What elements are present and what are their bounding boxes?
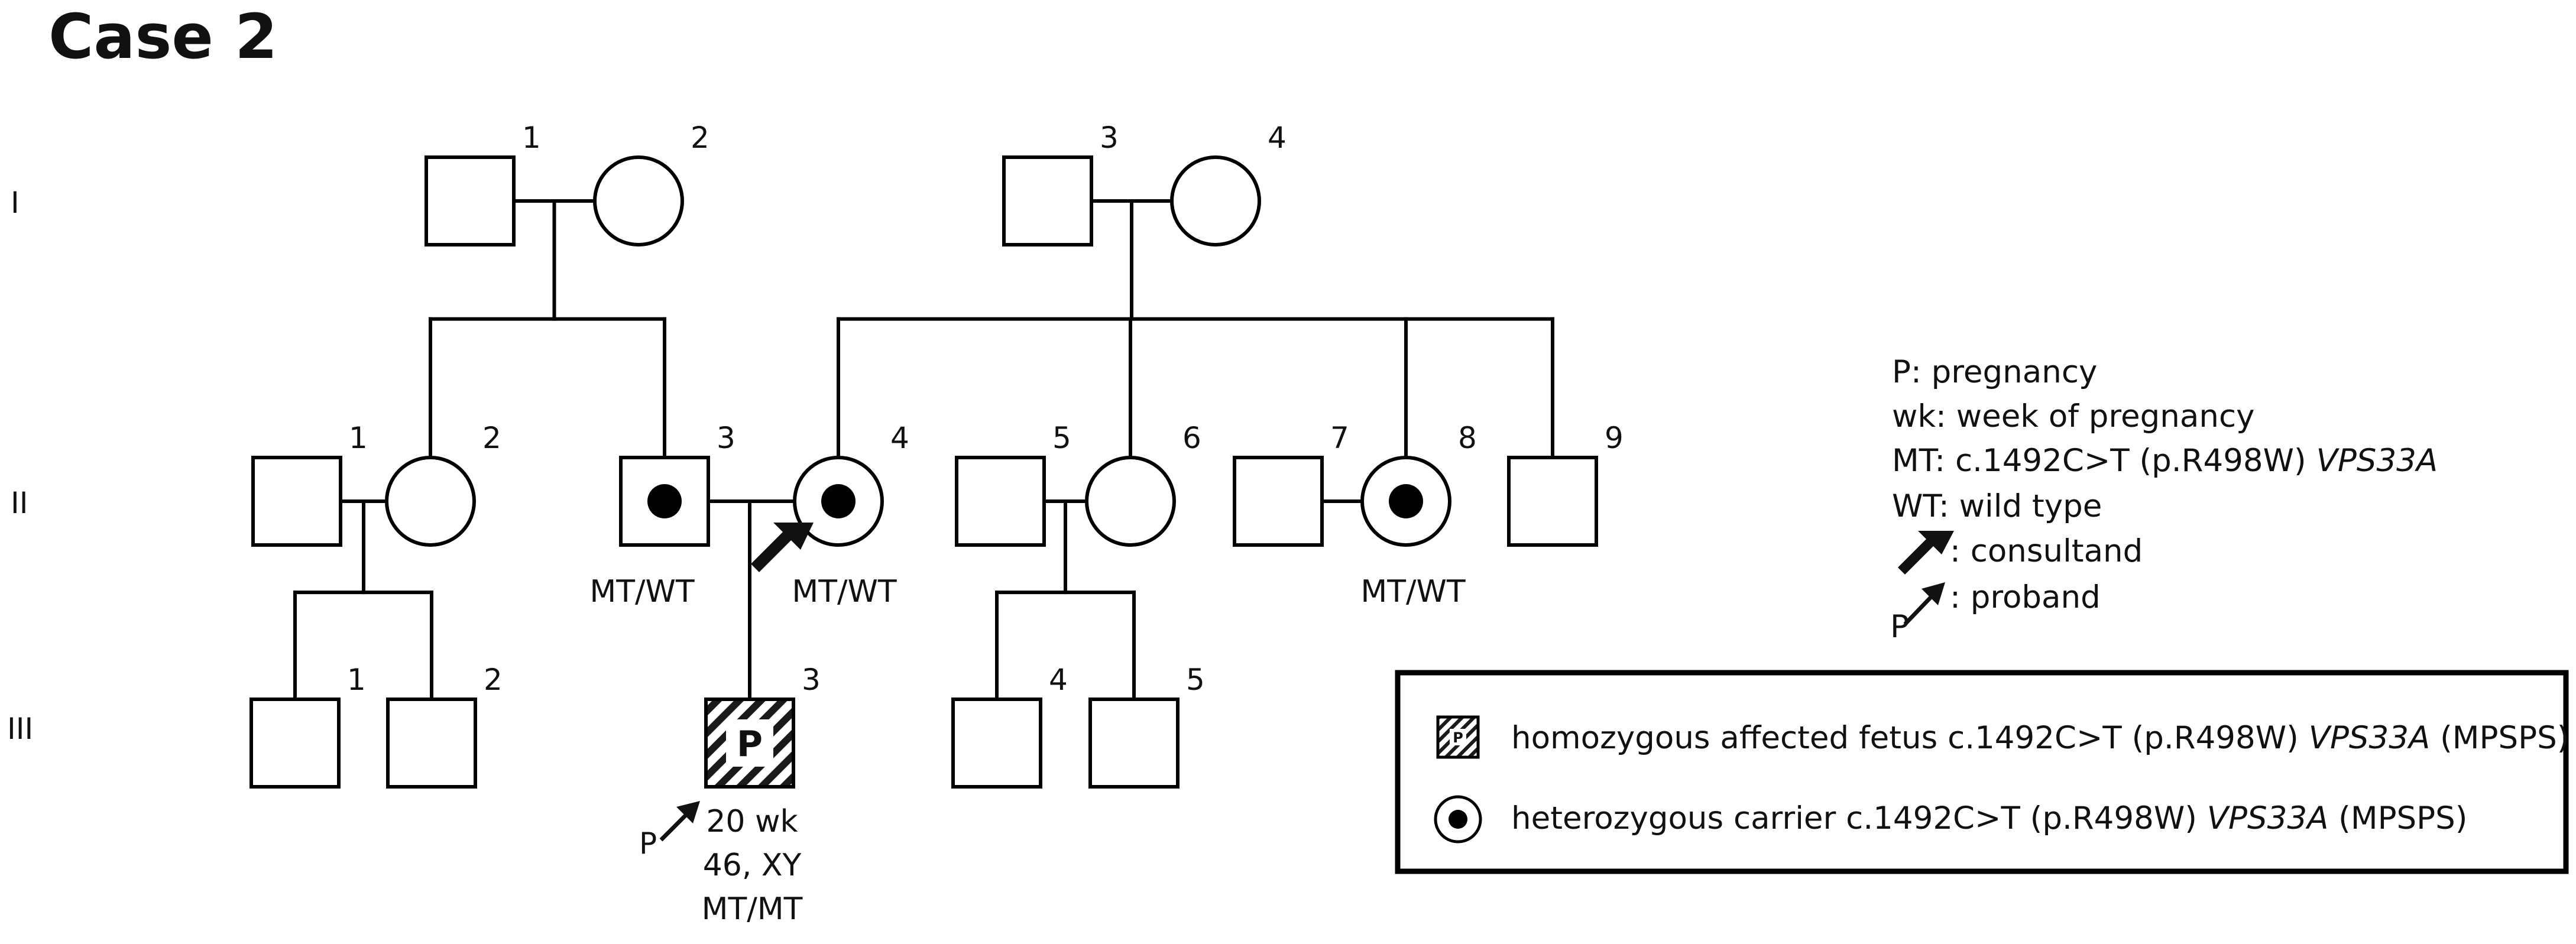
- annotation-ii-3-0: MT/WT: [589, 574, 695, 609]
- pregnancy-inner-iii-3: [726, 719, 773, 767]
- individual-iii-2-square: [386, 698, 477, 789]
- individual-iii-5-square: [1088, 698, 1180, 789]
- annotation-ii-4-0: MT/WT: [792, 574, 897, 609]
- individual-number-ii-8: 8: [1458, 421, 1477, 455]
- symbol-key: P: pregnancy wk: week of pregnancy MT: c…: [1890, 354, 2438, 645]
- individual-number-i-3: 3: [1100, 121, 1119, 155]
- individual-number-ii-7: 7: [1330, 421, 1349, 455]
- key-line-pregnancy: P: pregnancy: [1892, 354, 2097, 390]
- generation-label-iii: III: [7, 712, 33, 746]
- carrier-dot-ii-8: [1389, 484, 1423, 518]
- individual-symbols: P: [250, 155, 1598, 789]
- individual-number-ii-3: 3: [717, 421, 735, 455]
- proband-marker-letter: P: [639, 826, 657, 861]
- individual-ii-1-square: [251, 456, 342, 547]
- legend-box: P homozygous affected fetus c.1492C>T (p…: [1395, 670, 2569, 874]
- annotation-iii-3-1: 46, XY: [703, 848, 802, 883]
- individual-iii-4-square: [951, 698, 1042, 789]
- individual-number-iii-3: 3: [802, 663, 821, 697]
- individual-number-iii-1: 1: [347, 663, 366, 697]
- key-line-proband: : proband: [1950, 579, 2101, 615]
- key-proband-marker: P: [1890, 609, 1909, 645]
- key-line-week: wk: week of pregnancy: [1892, 398, 2254, 434]
- key-line-consultand: : consultand: [1950, 533, 2143, 569]
- individual-number-i-1: 1: [522, 121, 541, 155]
- individual-number-iii-2: 2: [484, 663, 503, 697]
- proband-arrow-shaft: [659, 812, 689, 842]
- pregnancy-label-iii-3: P: [737, 724, 763, 765]
- generation-label-ii: II: [11, 486, 28, 520]
- individual-ii-2-circle: [385, 456, 476, 547]
- proband-consultand-markers: P: [639, 523, 814, 861]
- individual-number-ii-2: 2: [482, 421, 501, 455]
- individual-ii-5-square: [955, 456, 1046, 547]
- consultand-arrow-icon: [751, 523, 814, 572]
- individual-number-iii-4: 4: [1049, 663, 1068, 697]
- individual-ii-6-circle: [1085, 456, 1176, 547]
- key-line-mt: MT: c.1492C>T (p.R498W) VPS33A: [1892, 443, 2438, 479]
- individual-number-i-2: 2: [691, 121, 709, 155]
- legend-heterozygous-text: heterozygous carrier c.1492C>T (p.R498W)…: [1511, 800, 2467, 836]
- individual-number-ii-1: 1: [349, 421, 368, 455]
- individual-i-3-square: [1002, 155, 1093, 246]
- individual-number-ii-6: 6: [1182, 421, 1201, 455]
- individual-number-ii-5: 5: [1052, 421, 1071, 455]
- key-line-wt: WT: wild type: [1892, 488, 2102, 524]
- proband-arrow-key-icon: [1922, 582, 1945, 605]
- legend-fetus-marker: P: [1453, 729, 1463, 746]
- annotation-iii-3-2: MT/MT: [702, 891, 803, 927]
- individual-iii-1-square: [250, 698, 341, 789]
- legend-border: [1395, 670, 2569, 874]
- individual-i-1-square: [425, 155, 516, 246]
- individual-i-4-circle: [1170, 155, 1261, 246]
- dotted-circle-legend-dot: [1449, 810, 1467, 829]
- relationship-lines: [293, 199, 1554, 701]
- individual-number-i-4: 4: [1268, 121, 1287, 155]
- individual-ii-7-square: [1233, 456, 1324, 547]
- individual-number-ii-4: 4: [890, 421, 909, 455]
- case-title: Case 2: [48, 1, 278, 73]
- individual-i-2-circle: [593, 155, 684, 246]
- individual-number-iii-5: 5: [1186, 663, 1205, 697]
- hatched-square-legend-inner: [1450, 729, 1466, 745]
- legend-homozygous-text: homozygous affected fetus c.1492C>T (p.R…: [1511, 720, 2569, 756]
- proband-arrow-icon: [676, 801, 700, 823]
- proband-arrow-key-shaft: [1903, 594, 1934, 626]
- carrier-dot-ii-3: [647, 484, 682, 518]
- generation-label-i: I: [11, 186, 20, 220]
- carrier-dot-ii-4: [821, 484, 856, 518]
- individual-number-ii-9: 9: [1605, 421, 1624, 455]
- annotation-iii-3-0: 20 wk: [706, 804, 798, 839]
- individual-ii-9-square: [1507, 456, 1598, 547]
- consultand-arrow-key-icon: [1898, 531, 1954, 575]
- annotation-ii-8-0: MT/WT: [1360, 574, 1466, 609]
